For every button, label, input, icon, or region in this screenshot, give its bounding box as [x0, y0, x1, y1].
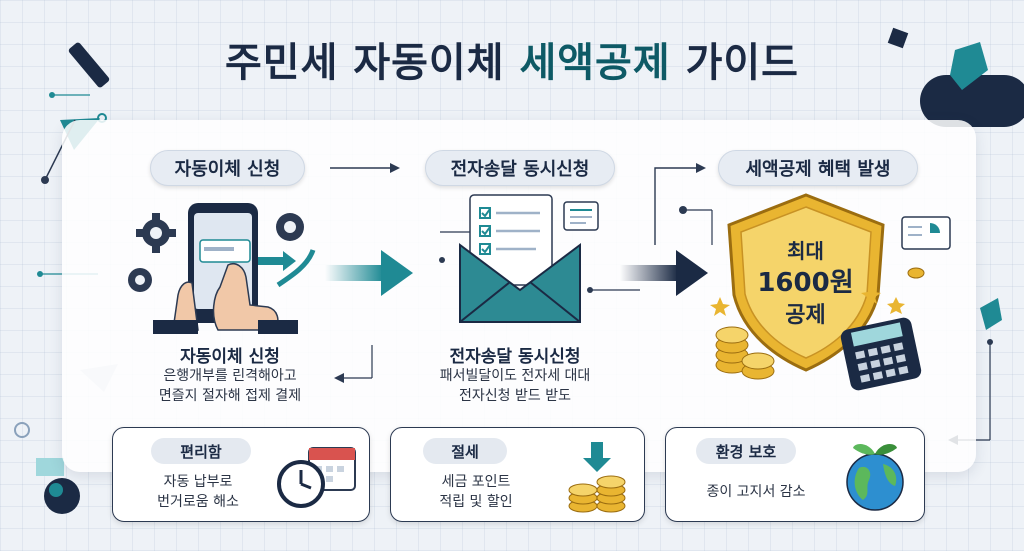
title-part1: 주민세 자동이체	[225, 40, 520, 86]
coins-calculator	[710, 216, 951, 391]
flow-arrow-1	[325, 250, 413, 296]
clock-calendar-icon	[277, 447, 356, 508]
flow-arrow-2	[620, 250, 708, 296]
step-1-desc-line2: 면즐지 절자해 접제 결제	[158, 388, 302, 404]
envelope-illustration	[439, 194, 599, 323]
step-1-pill: 자동이체 신청	[150, 150, 305, 186]
benefit-env-desc-line1: 종이 고지서 감소	[706, 484, 806, 500]
checklist-icon	[479, 207, 491, 255]
benefit-tax-desc-line1: 세금 포인트	[441, 474, 511, 490]
step-1-desc-line1: 은행개부를 린격해아고	[163, 368, 297, 384]
coins-arrow-icon	[568, 442, 626, 513]
calculator-icon	[840, 317, 922, 391]
benefit-card-convenience-label: 편리함	[151, 438, 251, 464]
benefit-card-tax-saving-desc: 세금 포인트 적립 및 할인	[401, 472, 551, 512]
benefit-card-environment-desc: 종이 고지서 감소	[676, 482, 836, 502]
phone-hand-illustration	[128, 203, 316, 334]
step-2-desc-line1: 패서빌달이도 전자세 대대	[439, 368, 591, 384]
step-3-pill-label: 세액공제 혜택 발생	[745, 159, 891, 180]
shield-amount: 1600원	[757, 268, 854, 298]
benefit-card-tax-saving-label: 절세	[423, 438, 507, 464]
chart-doc-icon	[901, 216, 951, 250]
gear-icon	[136, 213, 176, 253]
step-2-pill-label: 전자송달 동시신청	[450, 159, 590, 180]
step-1-heading: 자동이체 신청	[180, 347, 280, 367]
benefit-card-tax-saving: 절세 세금 포인트 적립 및 할인	[390, 427, 645, 522]
title-part3: 가이드	[670, 40, 799, 86]
benefit-convenience-desc-line2: 번거로움 해소	[157, 494, 239, 510]
step-2-pill: 전자송달 동시신청	[425, 150, 615, 186]
benefit-convenience-desc-line1: 자동 납부로	[163, 474, 233, 490]
page-title: 주민세 자동이체 세액공제 가이드	[0, 30, 1024, 88]
decor-right	[887, 27, 1024, 127]
step-3-pill: 세액공제 혜택 발생	[718, 150, 918, 186]
step-2-desc-line2: 전자신청 받드 받도	[459, 388, 571, 404]
benefit-card-environment: 환경 보호 종이 고지서 감소	[665, 427, 925, 522]
shield-illustration	[727, 193, 885, 372]
benefit-card-convenience: 편리함 자동 납부로 번거로움 해소	[112, 427, 370, 522]
step-2-desc: 패서빌달이도 전자세 대대 전자신청 받드 받도	[400, 366, 630, 406]
coins-icon	[715, 326, 775, 380]
step-1-pill-label: 자동이체 신청	[174, 159, 281, 180]
step-2-heading: 전자송달 동시신청	[449, 347, 581, 367]
shield-max-label: 최대	[787, 239, 824, 263]
shield-deduction-label: 공제	[785, 303, 826, 328]
benefit-tax-desc-line2: 적립 및 할인	[439, 494, 513, 510]
benefit-card-environment-label: 환경 보호	[696, 438, 796, 464]
step-1-desc: 은행개부를 린격해아고 면즐지 절자해 접제 결제	[120, 366, 340, 406]
globe-leaf-icon	[846, 444, 904, 511]
title-highlight: 세액공제	[519, 40, 671, 86]
benefit-card-convenience-desc: 자동 납부로 번거로움 해소	[123, 472, 273, 512]
